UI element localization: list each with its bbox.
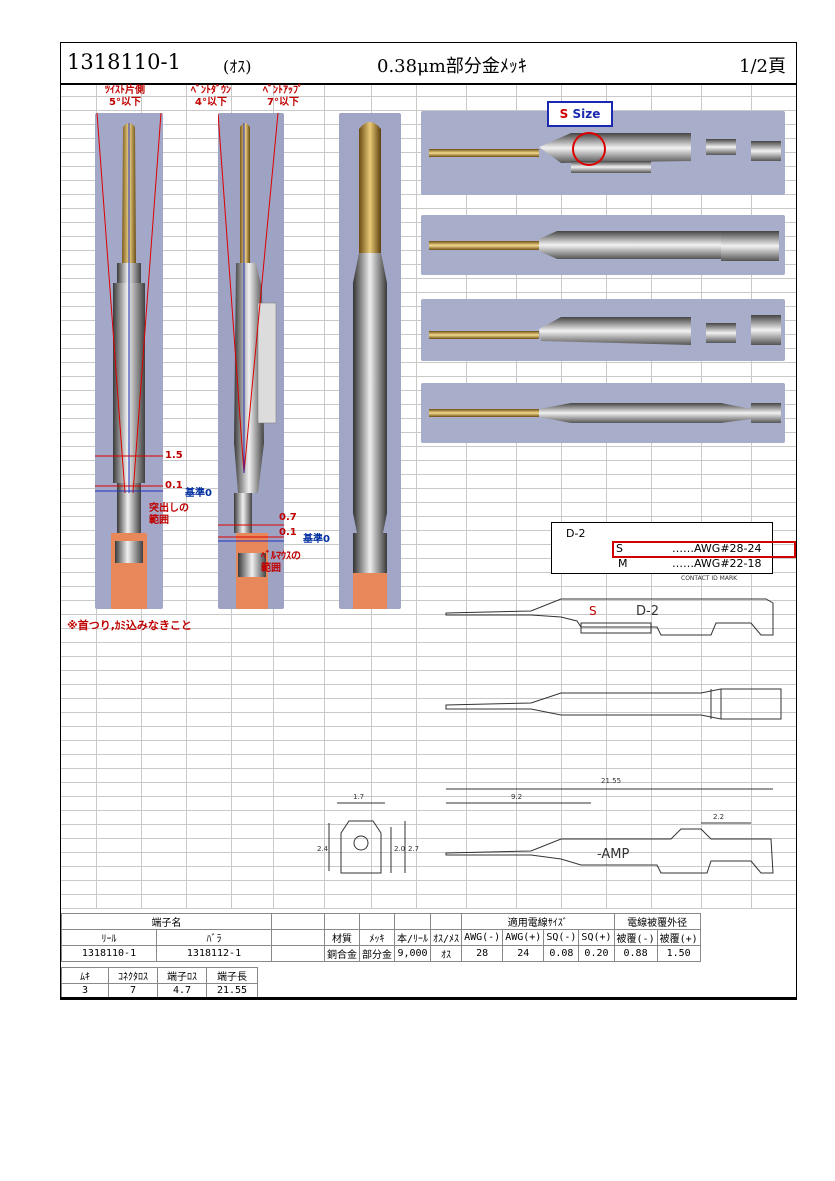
technical-drawings: CONTACT ID MARK D-2 S -AMP 21.55 9.2 2.2… [317, 575, 782, 874]
protrusion-range: 突出しの 範囲 [149, 503, 189, 526]
title-row: 1318110-1 (ｵｽ) 0.38μm部分金ﾒｯｷ 1/2頁 [61, 43, 796, 85]
photo-top-view [421, 215, 785, 275]
dim-0-1-b: 0.1 [279, 527, 297, 538]
sex-label: (ｵｽ) [223, 57, 252, 76]
plating-label: 0.38μm部分金ﾒｯｷ [377, 56, 527, 77]
photo-side-locking [421, 299, 785, 361]
dim-21-55: 21.55 [601, 777, 621, 785]
dim-0-1-a: 0.1 [165, 480, 183, 491]
twist-annotation: ﾂｲｽﾄ片側 5°以下 [105, 85, 145, 108]
dim-1-7: 1.7 [353, 793, 364, 801]
spec-table: 端子名 適用電線ｻｲｽﾞ 電線被覆外径 ﾘｰﾙ ﾊﾞﾗ 材質 ﾒｯｷ 本/ﾘｰﾙ… [61, 913, 701, 962]
amp-stamp: -AMP [597, 847, 630, 862]
dim-0-7: 0.7 [279, 512, 297, 523]
bend-up-annotation: ﾍﾞﾝﾄｱｯﾌﾟ 7°以下 [263, 85, 303, 108]
photo-bend-view [218, 113, 284, 609]
spec-sheet: 1318110-1 (ｵｽ) 0.38μm部分金ﾒｯｷ 1/2頁 [60, 42, 797, 1000]
photo-twist-view [95, 113, 163, 609]
spec-table-area: 端子名 適用電線ｻｲｽﾞ 電線被覆外径 ﾘｰﾙ ﾊﾞﾗ 材質 ﾒｯｷ 本/ﾘｰﾙ… [61, 913, 796, 999]
s-stamp: S [589, 604, 597, 618]
bend-down-annotation: ﾍﾞﾝﾄﾀﾞｳﾝ 4°以下 [191, 85, 231, 108]
contact-id-label: CONTACT ID MARK [681, 575, 738, 582]
cut-spec-table: ﾑｷ ｺﾈｸﾀﾛｽ 端子ﾛｽ 端子長 3 7 4.7 21.55 [61, 967, 258, 998]
dim-1-5: 1.5 [165, 450, 183, 461]
reference-zero-a: 基準0 [185, 488, 212, 499]
dim-2-4: 2.4 [317, 845, 329, 853]
dim-2-0: 2.0 [394, 845, 405, 853]
dim-9-2: 9.2 [511, 793, 522, 801]
wire-size-legend: D-2 S ……AWG#28-24 M ……AWG#22-18 [551, 522, 796, 574]
dim-2-2: 2.2 [713, 813, 724, 821]
dim-2-7: 2.7 [408, 845, 419, 853]
page-number: 1/2頁 [739, 56, 786, 77]
d2-stamp: D-2 [636, 604, 659, 619]
part-number: 1318110-1 [67, 50, 181, 74]
inspection-note: ※首つり,ｶﾐ込みなきこと [67, 619, 192, 632]
bellmouth-range: ﾍﾞﾙﾏｳｽの 範囲 [261, 551, 301, 574]
s-size-label: S Size [547, 101, 613, 127]
reference-zero-b: 基準0 [303, 534, 330, 545]
photo-side-view [339, 113, 401, 609]
photo-bottom-view [421, 383, 785, 443]
